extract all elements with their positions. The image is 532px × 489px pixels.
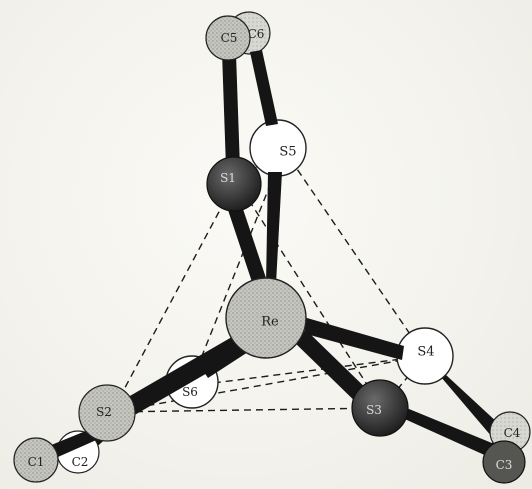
bond-s5-re (266, 172, 282, 284)
atom-s2: S2 (78, 384, 136, 442)
atom-c2-label: C2 (72, 455, 89, 469)
atom-s3: S3 (351, 379, 409, 437)
bond-s1-re (226, 200, 270, 294)
atom-c5-label: C5 (221, 31, 238, 45)
atom-s3-label: S3 (366, 403, 382, 417)
bond-c6-s5 (250, 50, 278, 126)
atom-s5-label: S5 (279, 145, 296, 160)
bond-re-s4 (300, 316, 404, 360)
bond-s3-c3 (392, 402, 504, 462)
atom-s2-label: S2 (96, 405, 112, 419)
atom-c1-label: C1 (28, 455, 45, 469)
atom-c3: C3 (482, 440, 526, 484)
prism-edge (111, 179, 237, 413)
atom-re-label: Re (261, 315, 279, 330)
atom-re: Re (225, 277, 307, 359)
prism-edge (111, 407, 383, 413)
atom-c4-label: C4 (504, 426, 521, 440)
prism-edge (111, 355, 426, 413)
bond-re-s6 (200, 340, 248, 378)
front-bonds (34, 50, 504, 464)
prism-edge (283, 149, 426, 357)
atom-s4-label: S4 (417, 345, 434, 360)
atom-s1: S1 (206, 156, 262, 212)
bond-c5-s1 (222, 52, 240, 168)
atom-c6-label: C6 (248, 27, 265, 41)
atom-c3-label: C3 (496, 458, 513, 472)
atom-c1: C1 (13, 437, 59, 483)
bond-re-s3 (292, 330, 376, 410)
prism-edge (235, 179, 383, 409)
prism-edge (189, 355, 426, 387)
atom-s4: S4 (396, 327, 454, 385)
atom-s1-label: S1 (220, 171, 236, 185)
bond-re-s2 (116, 330, 254, 420)
atom-s5: S5 (249, 119, 307, 177)
atom-c5: C5 (205, 15, 251, 61)
atom-s6-label: S6 (182, 385, 198, 399)
